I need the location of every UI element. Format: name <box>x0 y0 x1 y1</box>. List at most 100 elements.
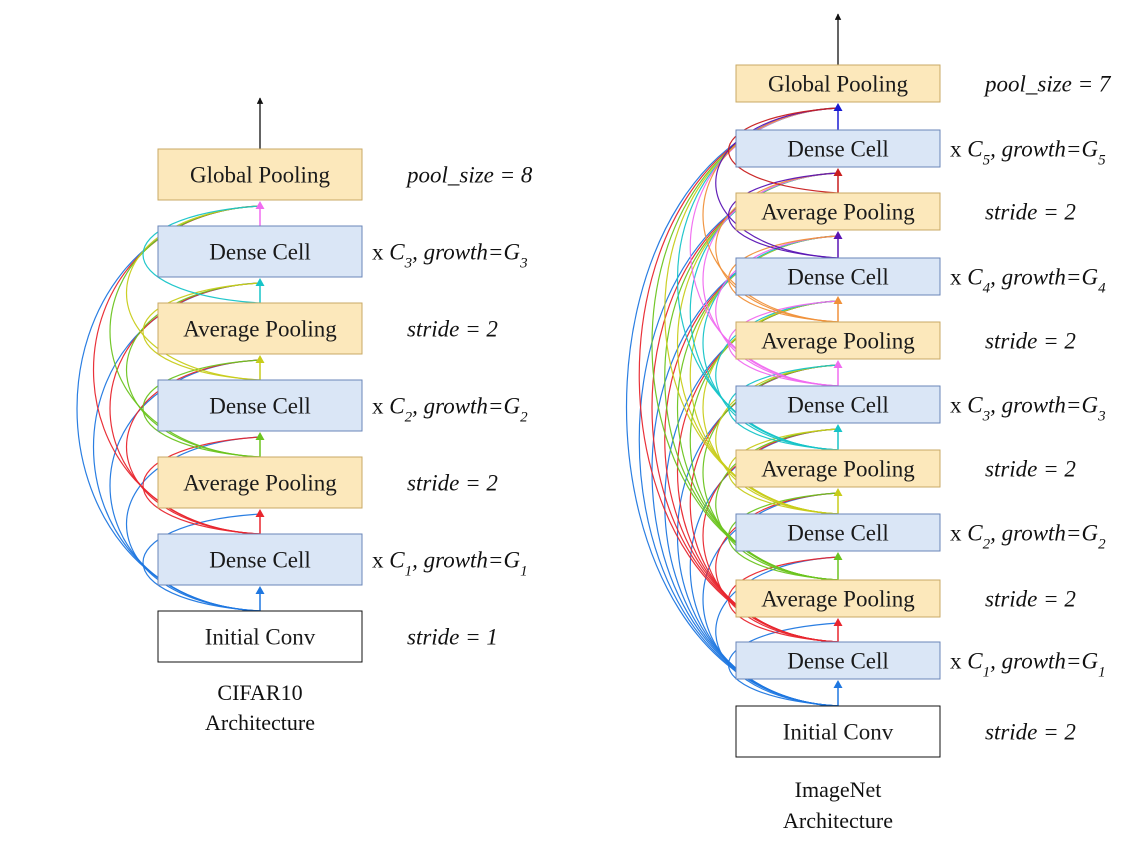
flow-arrowhead-1-2 <box>833 552 843 560</box>
annotation-part: C <box>967 649 983 674</box>
dense-cell-annotation: x C1, growth=G1 <box>372 548 528 580</box>
dense-cell-block: Dense Cell <box>157 225 363 278</box>
annotation-part: x <box>950 649 967 674</box>
dense-cell-block: Dense Cell <box>735 129 941 168</box>
average-pooling-label: Average Pooling <box>761 457 915 482</box>
dense-cell-block: Dense Cell <box>157 379 363 432</box>
average-pooling-annotation: stride = 2 <box>985 200 1076 225</box>
connection-0-3-5 <box>142 282 261 381</box>
flow-arrowhead-0-1 <box>255 509 265 517</box>
dense-cell-annotation: x C1, growth=G1 <box>950 649 1106 681</box>
dense-cell-box <box>735 129 941 168</box>
dense-cell-box <box>157 225 363 278</box>
initial-conv-annotation: stride = 1 <box>407 625 498 650</box>
connection-1-5-8 <box>715 235 839 387</box>
connection-1-4-6 <box>728 364 839 451</box>
dense-cell-annotation: x C2, growth=G2 <box>950 521 1106 553</box>
dense-cell-block: Dense Cell <box>735 513 941 552</box>
dense-cell-box <box>735 513 941 552</box>
annotation-part: 3 <box>982 409 991 425</box>
dense-cell-block: Dense Cell <box>735 641 941 680</box>
average-pooling-annotation: stride = 2 <box>985 587 1076 612</box>
average-pooling-block: Average Pooling <box>735 579 941 618</box>
dense-cell-block: Dense Cell <box>157 533 363 586</box>
average-pooling-label: Average Pooling <box>761 329 915 354</box>
connection-1-5-10 <box>689 107 839 387</box>
average-pooling-box <box>735 321 941 360</box>
connection-0-1-3 <box>142 436 261 535</box>
dense-cell-block: Dense Cell <box>735 257 941 296</box>
flow-arrowhead-0-5 <box>255 201 265 209</box>
annotation-part: C <box>967 393 983 418</box>
global-pooling-label: Global Pooling <box>190 163 330 188</box>
annotation-part: x <box>950 393 967 418</box>
annotation-part: 3 <box>519 256 528 272</box>
diagram-caption-line2: Architecture <box>205 710 315 735</box>
dense-cell-label: Dense Cell <box>787 137 889 162</box>
flow-arrowhead-1-1 <box>833 618 843 626</box>
flow-arrowhead-0-4 <box>255 278 265 286</box>
main-flow-arrows-layer <box>255 13 843 706</box>
annotation-part: , growth= <box>412 240 503 265</box>
diagram-caption-line1: ImageNet <box>795 777 882 802</box>
flow-arrowhead-1-3 <box>833 488 843 496</box>
diagram-caption-line1: CIFAR10 <box>217 680 302 705</box>
connection-1-3-5 <box>728 428 839 515</box>
average-pooling-annotation: stride = 2 <box>407 471 498 496</box>
annotation-part: 5 <box>1098 153 1106 169</box>
annotation-part: G <box>503 394 520 419</box>
connection-1-6-8 <box>728 235 839 323</box>
average-pooling-annotation: stride = 2 <box>985 329 1076 354</box>
annotation-part: 1 <box>1098 665 1106 681</box>
diagram-caption-line2: Architecture <box>783 808 893 833</box>
annotation-part: 2 <box>983 537 991 553</box>
connection-1-1-10 <box>638 107 839 643</box>
global-pooling-block: Global Pooling <box>735 64 941 103</box>
annotation-part: , growth= <box>990 265 1081 290</box>
dense-cell-annotation: x C2, growth=G2 <box>372 394 528 426</box>
dense-cell-box <box>157 533 363 586</box>
global-pooling-box <box>735 64 941 103</box>
connection-0-3-6 <box>126 205 261 381</box>
annotation-part: G <box>1081 393 1098 418</box>
average-pooling-block: Average Pooling <box>735 449 941 488</box>
global-pooling-box <box>157 148 363 201</box>
connection-0-2-6 <box>109 205 261 458</box>
annotation-part: 2 <box>1098 537 1106 553</box>
connection-0-0-2 <box>142 513 261 612</box>
annotation-part: , growth= <box>412 394 503 419</box>
global-pooling-label: Global Pooling <box>768 72 908 97</box>
dense-cell-annotation: x C4, growth=G4 <box>950 265 1106 297</box>
global-pooling-block: Global Pooling <box>157 148 363 201</box>
annotation-part: x <box>950 137 967 162</box>
annotation-part: x <box>950 265 967 290</box>
average-pooling-annotation: stride = 2 <box>407 317 498 342</box>
annotation-part: G <box>1081 265 1098 290</box>
annotation-part: x <box>372 394 389 419</box>
dense-cell-label: Dense Cell <box>787 393 889 418</box>
dense-cell-block: Dense Cell <box>735 385 941 424</box>
initial-conv-label: Initial Conv <box>205 625 316 650</box>
annotation-part: , growth= <box>412 548 503 573</box>
dense-cell-label: Dense Cell <box>787 649 889 674</box>
annotation-part: 5 <box>983 153 991 169</box>
annotation-part: 4 <box>1098 281 1106 297</box>
average-pooling-block: Average Pooling <box>157 302 363 355</box>
annotation-part: 3 <box>404 256 413 272</box>
dense-cell-box <box>735 257 941 296</box>
average-pooling-label: Average Pooling <box>183 471 337 496</box>
annotation-part: x <box>372 240 389 265</box>
annotation-part: C <box>389 548 405 573</box>
flow-arrowhead-1-4 <box>833 424 843 432</box>
average-pooling-block: Average Pooling <box>157 456 363 509</box>
initial-conv-block: Initial Conv <box>157 610 363 663</box>
annotation-part: 2 <box>405 410 413 426</box>
connection-1-0-3 <box>715 556 839 707</box>
dense-cell-label: Dense Cell <box>209 548 311 573</box>
annotation-part: C <box>967 137 983 162</box>
initial-conv-box <box>735 705 941 758</box>
